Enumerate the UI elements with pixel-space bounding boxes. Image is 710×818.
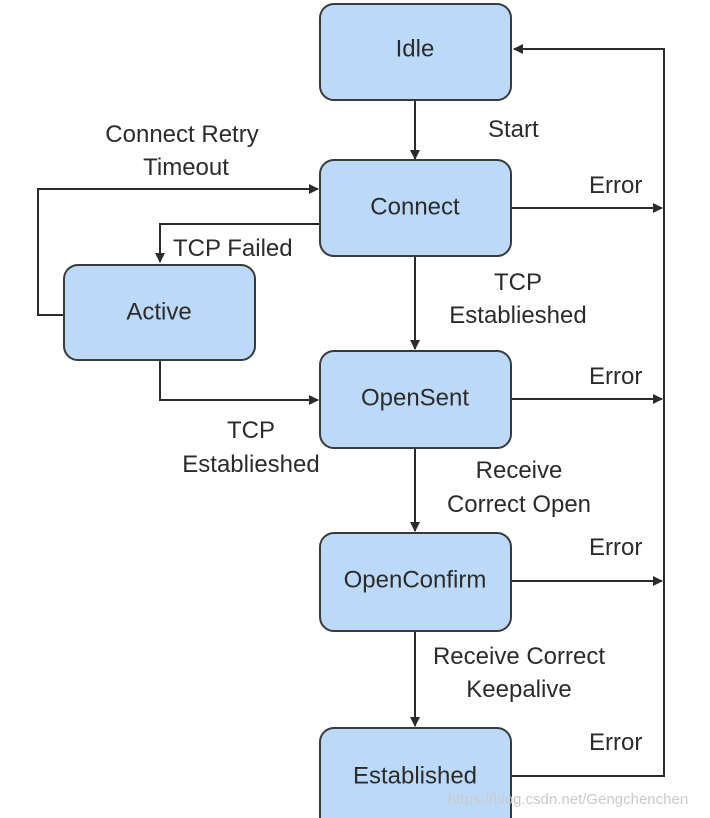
watermark-text: https://blog.csdn.net/Gengchenchen <box>448 791 688 808</box>
label-tcp-established-right-2: Establieshed <box>449 302 586 329</box>
label-tcp-established-left-2: Establieshed <box>182 451 319 478</box>
edge-connect-to-active-failed <box>155 223 320 263</box>
label-receive-keepalive-1: Receive Correct <box>433 643 605 670</box>
edge-active-to-opensent <box>159 360 319 405</box>
label-error-opensent: Error <box>589 363 642 390</box>
state-active: Active <box>63 264 256 361</box>
label-tcp-failed: TCP Failed <box>173 235 293 262</box>
edge-error-return-rail <box>511 44 665 777</box>
edge-active-to-connect-retry <box>37 184 319 316</box>
state-idle-label: Idle <box>396 36 435 63</box>
state-active-label: Active <box>126 299 191 326</box>
label-error-established: Error <box>589 729 642 756</box>
label-error-openconfirm: Error <box>589 534 642 561</box>
state-opensent: OpenSent <box>319 350 512 449</box>
state-openconfirm-label: OpenConfirm <box>344 567 487 594</box>
state-established: Established <box>319 727 512 818</box>
label-tcp-established-left-1: TCP <box>227 417 275 444</box>
label-receive-open-2: Correct Open <box>447 491 591 518</box>
label-error-connect: Error <box>589 172 642 199</box>
label-receive-keepalive-2: Keepalive <box>466 676 571 703</box>
state-connect-label: Connect <box>370 194 460 221</box>
label-start: Start <box>488 116 539 143</box>
state-connect: Connect <box>319 159 512 257</box>
state-established-label: Established <box>353 763 477 790</box>
label-receive-open-1: Receive <box>476 457 563 484</box>
label-tcp-established-right-1: TCP <box>494 269 542 296</box>
state-openconfirm: OpenConfirm <box>319 532 512 632</box>
label-connect-retry-timeout: Timeout <box>143 154 229 181</box>
label-connect-retry: Connect Retry <box>105 121 258 148</box>
state-opensent-label: OpenSent <box>361 385 469 412</box>
state-idle: Idle <box>319 3 512 101</box>
